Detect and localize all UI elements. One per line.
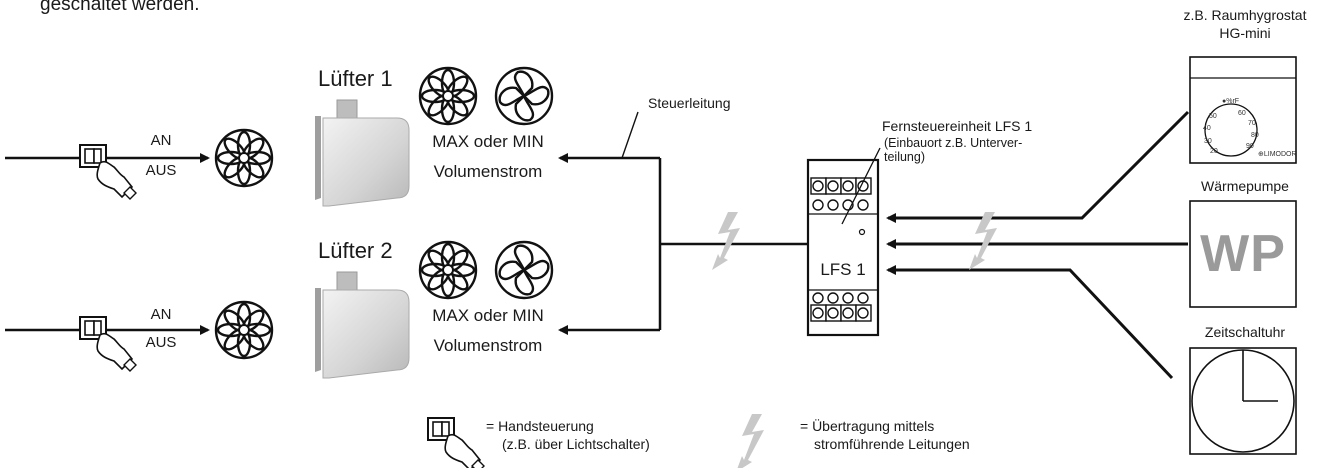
fan2-switch-on: AN [150,306,172,323]
heatpump-label: Wärmepumpe [1201,178,1289,194]
transfer-bolt-right-icon [969,212,997,270]
hygrostat-scale-20: 20 [1210,148,1218,155]
hygrostat-brand: ⊕LIMODOR [1258,151,1297,158]
remote-unit-note-line1: (Einbauort z.B. Unterver- [884,136,1023,150]
legend-transfer-line2: stromführende Leitungen [814,436,970,452]
fan1-switch-off: AUS [145,162,177,179]
legend-manual-line1: = Handsteuerung [486,418,594,434]
fan1-switch-on: AN [150,132,172,149]
legend-switch-icon [427,417,485,468]
hygrostat-dial-unit: ●%rF [1222,98,1240,105]
fan1-mode-line1: MAX oder MIN [432,132,544,151]
hygrostat-scale-50: 50 [1209,113,1217,120]
hygrostat-scale-90: 90 [1246,143,1254,150]
hygrostat-scale-70: 70 [1248,120,1256,127]
control-line-label: Steuerleitung [648,95,731,111]
transfer-bolt-left-icon [712,212,740,270]
manual-switch-fan1-icon [79,144,137,200]
heatpump-device [1189,200,1297,308]
hygrostat-scale-30: 30 [1204,138,1212,145]
hygrostat-label-line2: HG-mini [1219,25,1271,41]
fan1-mode-line2: Volumenstrom [433,162,543,181]
fan2-max-mode-icon [418,240,478,300]
fan2-switch-off: AUS [145,334,177,351]
legend-bolt-icon [736,414,764,468]
fan1-name: Lüfter 1 [318,66,393,91]
fan2-status-icon [214,300,274,360]
control-line [558,111,808,335]
fan1-unit-icon [314,99,410,207]
fan2-name: Lüfter 2 [318,238,393,263]
fan1-max-mode-icon [418,66,478,126]
header-clipped-text: geschaltet werden. [40,0,200,15]
hygrostat-scale-60: 60 [1238,110,1246,117]
timer-label: Zeitschaltuhr [1204,324,1286,340]
fan2-mode-line1: MAX oder MIN [432,306,544,325]
remote-unit-title: Fernsteuereinheit LFS 1 [882,118,1033,134]
hygrostat-device [1189,56,1297,164]
manual-switch-fan2-icon [79,316,137,372]
hygrostat-label-line1: z.B. Raumhygrostat [1183,7,1307,23]
timer-device [1189,347,1297,455]
fan2-mode-line2: Volumenstrom [433,336,543,355]
fan2-unit-icon [314,271,410,379]
lfs1-device-label: LFS 1 [820,260,866,279]
input-lines [886,110,1190,380]
hygrostat-scale-80: 80 [1251,132,1259,139]
legend-manual-line2: (z.B. über Lichtschalter) [502,436,650,452]
heatpump-abbrev: WP [1200,225,1286,283]
remote-unit-note-line2: teilung) [884,150,925,164]
hygrostat-scale-40: 40 [1203,125,1211,132]
fan2-min-mode-icon [494,240,554,300]
fan1-min-mode-icon [494,66,554,126]
lfs1-device [806,147,881,337]
fan1-status-icon [214,128,274,188]
legend-transfer-line1: = Übertragung mittels [800,418,935,434]
